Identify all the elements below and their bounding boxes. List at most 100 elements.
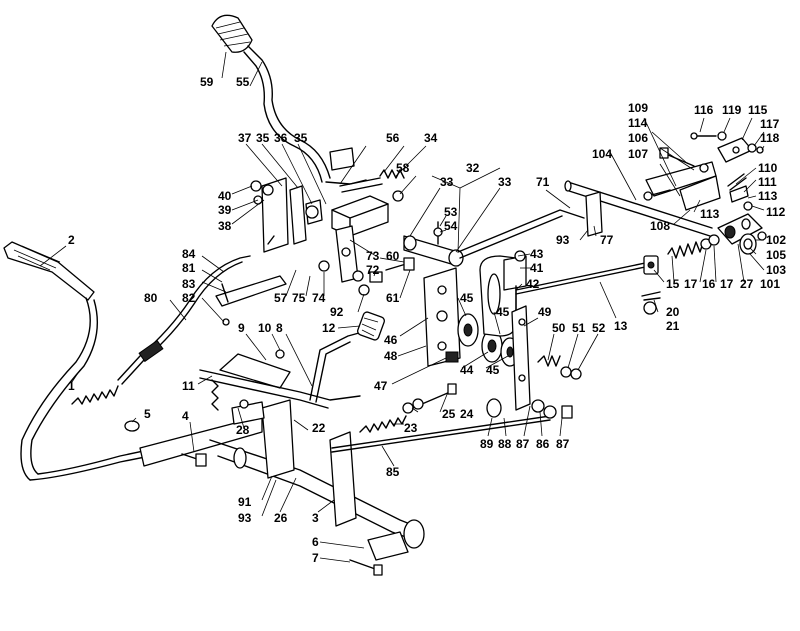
lever-49	[511, 305, 531, 411]
callout-113b: 113	[700, 207, 720, 221]
callout-86: 86	[536, 437, 550, 451]
callout-43: 43	[530, 247, 544, 261]
trunnion-20	[643, 255, 659, 275]
callout-110: 110	[758, 161, 778, 175]
bolt-7-head	[373, 564, 383, 576]
callout-17b: 17	[720, 277, 734, 291]
plate-115	[717, 137, 753, 163]
callout-1: 1	[68, 379, 75, 393]
nut-118	[756, 146, 764, 154]
nut-87b	[561, 405, 573, 419]
callout-8: 8	[276, 321, 283, 335]
bracket-28	[231, 401, 265, 425]
callout-45b: 45	[496, 305, 510, 319]
pedal-arm	[20, 297, 211, 481]
washer-17	[708, 234, 720, 246]
washer-36	[305, 205, 319, 219]
spring-1	[71, 385, 119, 405]
callout-52: 52	[592, 321, 606, 335]
callout-20: 20	[666, 305, 680, 319]
callout-10: 10	[258, 321, 272, 335]
callout-47: 47	[374, 379, 388, 393]
callout-80: 80	[144, 291, 158, 305]
callout-102: 102	[766, 233, 786, 247]
callout-87b: 87	[556, 437, 570, 451]
callout-60: 60	[386, 249, 400, 263]
pulley-44	[481, 329, 503, 363]
callout-45c: 45	[486, 363, 500, 377]
callout-21: 21	[666, 319, 680, 333]
nut-87	[543, 405, 557, 419]
callout-27: 27	[740, 277, 754, 291]
callout-53: 53	[444, 205, 458, 219]
callout-92: 92	[330, 305, 344, 319]
bolt-24	[402, 383, 457, 414]
callout-48: 48	[384, 349, 398, 363]
spring-56	[339, 169, 405, 193]
slotted-bracket-41	[479, 250, 527, 337]
callout-111: 111	[758, 175, 777, 189]
bolt-107	[643, 189, 671, 201]
callout-74: 74	[312, 291, 326, 305]
callout-106: 106	[628, 131, 648, 145]
callout-42: 42	[526, 277, 540, 291]
callout-61: 61	[386, 291, 400, 305]
callout-35a: 35	[256, 131, 270, 145]
bolt-10	[275, 349, 285, 359]
callout-118: 118	[760, 131, 780, 145]
callout-45a: 45	[460, 291, 474, 305]
callout-89: 89	[480, 437, 494, 451]
callout-22: 22	[312, 421, 326, 435]
callout-81: 81	[182, 261, 196, 275]
callout-37: 37	[238, 131, 252, 145]
callout-labels: 1 2 3 4 5 6 7 8 9 10 11 12 13 15 16 17 1…	[68, 75, 786, 565]
callout-36: 36	[274, 131, 288, 145]
pedal-shaft-assembly	[139, 399, 425, 561]
callout-59: 59	[200, 75, 214, 89]
callout-5: 5	[144, 407, 151, 421]
callout-107: 107	[628, 147, 648, 161]
bolt-7	[349, 559, 379, 571]
callout-32: 32	[466, 161, 480, 175]
callout-26: 26	[274, 511, 288, 525]
callout-35b: 35	[294, 131, 308, 145]
callout-115: 115	[748, 103, 768, 117]
bushing-12	[357, 311, 385, 341]
gear-lever-knob	[211, 14, 253, 53]
mounting-plate-46	[423, 267, 461, 367]
callout-85: 85	[386, 465, 400, 479]
plate-57	[215, 275, 287, 307]
callout-50: 50	[552, 321, 566, 335]
bolt-4	[181, 453, 207, 467]
spring-23	[359, 415, 407, 433]
spring-11	[211, 379, 219, 411]
bracket-plate-37	[261, 177, 289, 253]
spring-15	[667, 239, 705, 259]
callout-119: 119	[722, 103, 742, 117]
callout-44: 44	[460, 363, 474, 377]
nut-52	[570, 368, 582, 380]
callout-114: 114	[628, 116, 648, 130]
link-lever-8	[199, 353, 361, 409]
clip-111	[729, 185, 749, 203]
callout-33b: 33	[498, 175, 512, 189]
washer-119	[717, 131, 727, 141]
callout-109: 109	[628, 101, 648, 115]
callout-93a: 93	[238, 511, 252, 525]
washer-51	[560, 366, 572, 378]
callout-38: 38	[218, 219, 232, 233]
cable-80	[117, 255, 251, 385]
callout-112: 112	[766, 205, 786, 219]
callout-88: 88	[498, 437, 512, 451]
callout-11: 11	[182, 379, 195, 393]
callout-25: 25	[442, 407, 456, 421]
callout-12: 12	[322, 321, 336, 335]
callout-54: 54	[444, 219, 458, 233]
callout-4: 4	[182, 409, 189, 423]
gear-lever-arm	[243, 45, 367, 185]
callout-40: 40	[218, 189, 232, 203]
callout-91: 91	[238, 495, 252, 509]
callout-104: 104	[592, 147, 612, 161]
